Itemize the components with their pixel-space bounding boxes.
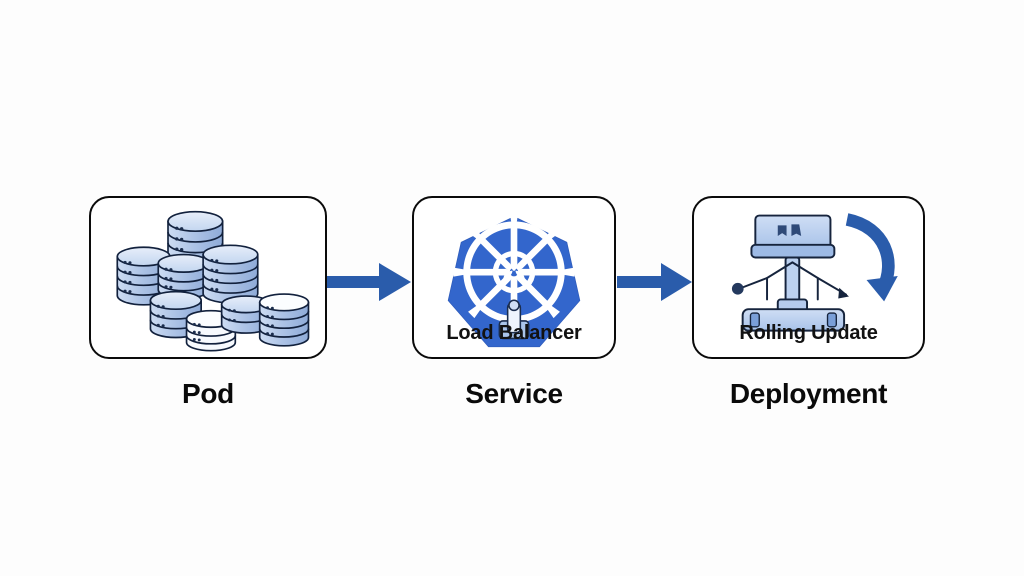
database-stack-icon <box>116 210 310 352</box>
node-label-deployment: Deployment <box>729 378 888 409</box>
node-deployment[interactable]: Rolling Update <box>692 196 925 359</box>
node-pod[interactable] <box>89 196 327 359</box>
node-label-service: Service <box>465 378 563 409</box>
node-label-pod: Pod <box>182 378 234 409</box>
service-inner-caption: Load Balancer <box>446 322 582 344</box>
node-service[interactable]: Load Balancer <box>412 196 616 359</box>
deployment-inner-caption: Rolling Update <box>739 322 878 344</box>
connector-pod-to-service <box>327 263 411 301</box>
connector-service-to-deployment <box>617 263 692 301</box>
rotation-arrow <box>845 213 898 302</box>
